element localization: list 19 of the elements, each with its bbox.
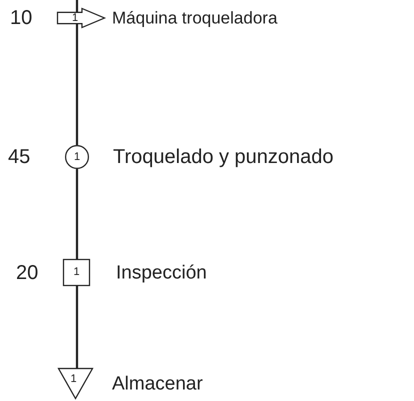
step-description: Almacenar <box>112 374 203 394</box>
transport-arrow-symbol <box>57 8 105 28</box>
step-description: Troquelado y punzonado <box>113 147 334 167</box>
time-value: 20 <box>16 262 38 282</box>
time-value: 45 <box>8 147 30 167</box>
step-description: Inspección <box>116 263 207 282</box>
flow-line <box>76 169 78 259</box>
inspection-square-symbol <box>63 259 90 286</box>
flow-line <box>76 24 78 145</box>
storage-triangle-symbol <box>58 368 93 399</box>
step-number: 1 <box>72 12 78 24</box>
time-value: 10 <box>10 8 32 28</box>
operation-circle-symbol <box>65 145 89 169</box>
flow-line <box>76 0 78 12</box>
step-number: 1 <box>70 374 77 385</box>
step-number: 1 <box>74 152 80 162</box>
step-description: Máquina troqueladora <box>112 10 278 26</box>
flow-line <box>76 286 78 368</box>
step-number: 1 <box>73 267 80 278</box>
